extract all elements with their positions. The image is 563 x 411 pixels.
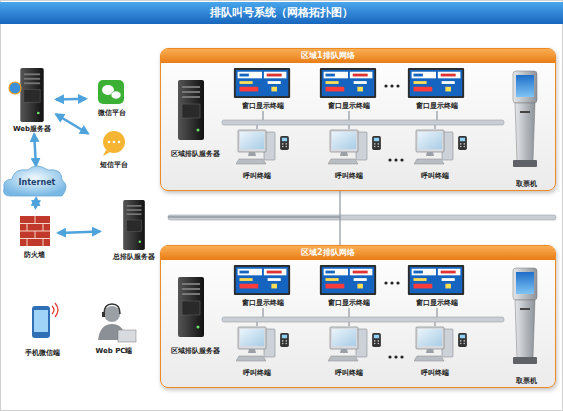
device-node: 区域排队服务器 <box>167 77 223 159</box>
node-label: 区域排队服务器 <box>171 347 220 356</box>
node-label: 窗口显示终端 <box>328 102 370 111</box>
node-label: 手机微信端 <box>25 349 60 358</box>
double-arrow <box>58 231 100 233</box>
node-label: 窗口显示终端 <box>328 299 370 308</box>
node-label: 取票机 <box>516 180 537 189</box>
double-arrow <box>56 114 88 133</box>
double-arrow <box>56 97 86 100</box>
wechat-bubble <box>111 91 121 99</box>
device-node: 取票机 <box>503 266 549 386</box>
device-node: 微信平台 <box>86 78 138 118</box>
device-node: 区域排队服务器 <box>167 274 223 356</box>
node-label: 微信平台 <box>98 109 126 118</box>
node-label: 防火墙 <box>24 251 45 260</box>
node-label: 呼叫终端 <box>335 369 363 378</box>
device-node: 窗口显示终端 <box>313 67 385 111</box>
region-box: 区域1排队网络区域排队服务器 窗口显示终端 窗口显示终端 窗口显示终端取票机 呼叫终端 呼… <box>160 48 556 191</box>
region-heading: 区域1排队网络 <box>161 49 555 63</box>
sms-dot <box>108 141 111 144</box>
device-node: 窗口显示终端 <box>313 264 385 308</box>
device-node: 短信平台 <box>88 128 140 170</box>
device-node: 呼叫终端 <box>405 326 465 378</box>
web-server-icon <box>20 68 43 122</box>
device-node: 呼叫终端 <box>319 129 379 181</box>
device-node: 呼叫终端 <box>227 326 287 378</box>
device-node: 窗口显示终端 <box>401 264 473 308</box>
network-link <box>168 191 340 217</box>
node-label: 窗口显示终端 <box>416 299 458 308</box>
wechat-icon <box>98 80 124 104</box>
double-arrow <box>34 134 36 166</box>
globe-icon <box>9 82 21 94</box>
node-label: 呼叫终端 <box>335 172 363 181</box>
device-node: 呼叫终端 <box>227 129 287 181</box>
main-server-icon <box>123 200 145 250</box>
device-node: 窗口显示终端 <box>401 67 473 111</box>
node-label: 窗口显示终端 <box>242 102 284 111</box>
region-heading: 区域2排队网络 <box>161 246 555 260</box>
region-box: 区域2排队网络区域排队服务器 窗口显示终端 窗口显示终端 窗口显示终端取票机 呼叫终端 呼… <box>160 245 556 388</box>
node-label: 呼叫终端 <box>421 369 449 378</box>
sms-dot <box>113 141 116 144</box>
node-label: Web PC端 <box>96 347 133 356</box>
trunk-pipe <box>168 215 556 220</box>
device-node: 防火墙 <box>10 208 58 260</box>
device-node: 取票机 <box>503 69 549 189</box>
device-node: 窗口显示终端 <box>227 67 299 111</box>
device-node: Web服务器 <box>8 66 56 134</box>
node-label: 短信平台 <box>100 161 128 170</box>
device-node: 窗口显示终端 <box>227 264 299 308</box>
wechat-bubble <box>102 85 114 95</box>
node-label: 取票机 <box>516 377 537 386</box>
node-label: 呼叫终端 <box>421 172 449 181</box>
device-node: Internet <box>4 166 70 198</box>
sms-icon <box>103 131 125 153</box>
node-label: 呼叫终端 <box>243 369 271 378</box>
device-node: 手机微信端 <box>12 298 72 358</box>
node-label: Web服务器 <box>13 125 51 134</box>
sms-tail <box>103 150 110 156</box>
device-node: 总排队服务器 <box>100 198 168 262</box>
node-label: 窗口显示终端 <box>242 299 284 308</box>
title-bar: 排队叫号系统（网格拓扑图） <box>0 2 563 24</box>
node-label: 总排队服务器 <box>113 253 155 262</box>
sms-dot <box>118 141 121 144</box>
device-node: Web PC端 <box>84 298 144 356</box>
node-label: 窗口显示终端 <box>416 102 458 111</box>
node-label: 区域排队服务器 <box>171 150 220 159</box>
node-label: 呼叫终端 <box>243 172 271 181</box>
node-label: Internet <box>19 178 56 187</box>
phone-icon <box>32 303 58 338</box>
firewall-icon <box>20 216 50 246</box>
device-node: 呼叫终端 <box>405 129 465 181</box>
pc-user-icon <box>98 304 136 342</box>
device-node: 呼叫终端 <box>319 326 379 378</box>
double-arrow <box>34 198 37 208</box>
internet-cloud <box>4 166 66 196</box>
network-link <box>168 217 340 245</box>
